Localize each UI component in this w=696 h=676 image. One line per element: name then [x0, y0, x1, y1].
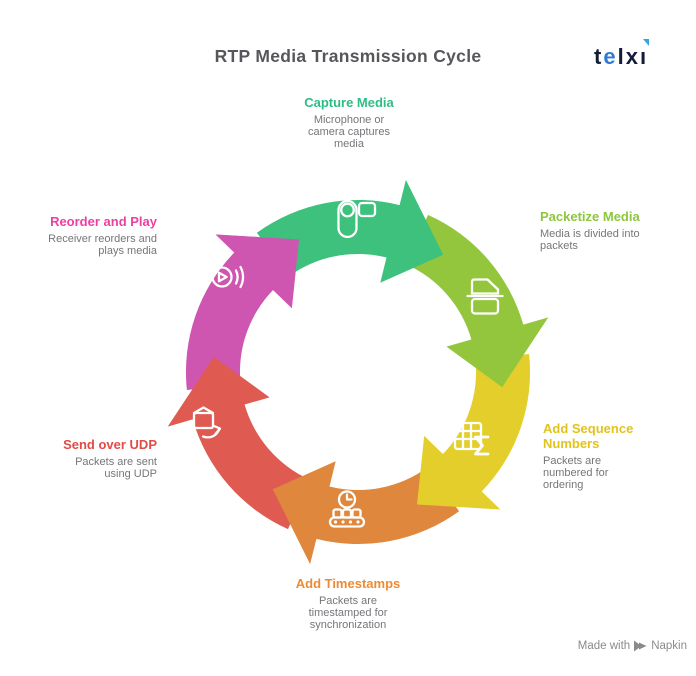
cycle-arrow-capture-media — [256, 179, 444, 283]
step-description: Packets are numbered for ordering — [543, 455, 609, 491]
step-title: Add Timestamps — [295, 576, 401, 591]
page-title: RTP Media Transmission Cycle — [214, 46, 482, 66]
step-label-capture-media: Capture Media Microphone or camera captu… — [259, 95, 439, 150]
napkin-credit: Made with Napkin — [578, 640, 687, 652]
step-label-add-timestamps: Add Timestamps Packets are timestamped f… — [258, 576, 438, 631]
logo-letters-lx: lx — [617, 44, 640, 69]
step-label-send-over-udp: Send over UDP Packets are sent using UDP — [16, 437, 157, 480]
step-description: Packets are timestamped for synchronizat… — [308, 595, 388, 631]
split-document-icon — [466, 278, 504, 315]
logo-triangle-icon — [643, 39, 650, 46]
step-label-add-sequence-numbers: Add Sequence Numbers Packets are numbere… — [543, 421, 678, 491]
step-title: Send over UDP — [63, 437, 157, 452]
step-title: Capture Media — [304, 95, 394, 110]
logo-letter-i: ı — [640, 39, 650, 70]
camcorder-icon — [337, 199, 377, 239]
logo-letter-t: t — [594, 44, 604, 69]
cycle-arrow-packetize-media — [406, 214, 549, 388]
cycle-arrowhead-reorder-and-play — [215, 234, 299, 309]
credit-name: Napkin — [651, 640, 687, 652]
step-description: Media is divided into packets — [540, 228, 640, 252]
clock-conveyor-icon — [328, 490, 366, 528]
package-send-icon — [192, 406, 222, 439]
telxi-logo: telxı — [594, 39, 650, 70]
step-title: Packetize Media — [540, 209, 640, 224]
step-label-packetize-media: Packetize Media Media is divided into pa… — [540, 209, 685, 252]
broadcast-play-icon — [199, 265, 245, 289]
step-label-reorder-and-play: Reorder and Play Receiver reorders and p… — [16, 214, 157, 257]
napkin-icon — [634, 640, 647, 652]
logo-letter-e: e — [603, 44, 618, 69]
step-description: Packets are sent using UDP — [75, 456, 157, 480]
step-description: Microphone or camera captures media — [308, 114, 390, 150]
cycle-arrow-send-over-udp — [167, 356, 310, 530]
step-title: Add Sequence Numbers — [543, 421, 634, 451]
credit-prefix: Made with — [577, 640, 631, 652]
step-title: Reorder and Play — [50, 214, 157, 229]
step-description: Receiver reorders and plays media — [48, 233, 157, 257]
table-sum-icon — [453, 421, 490, 456]
cycle-arrow-add-timestamps — [272, 461, 460, 565]
